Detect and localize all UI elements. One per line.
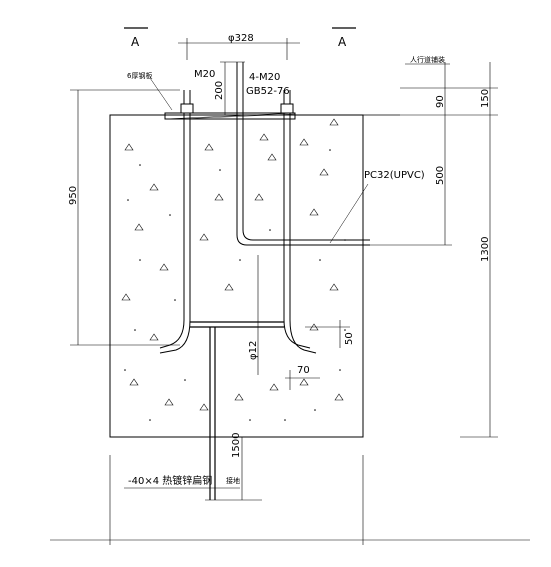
dim-70: 70 — [297, 365, 310, 376]
plate-label: 6厚钢板 — [127, 71, 152, 80]
section-label-right: A — [338, 35, 347, 49]
dim-150: 150 — [480, 89, 491, 108]
bolts-4m20-label: 4-M20 — [249, 72, 280, 83]
dim-50: 50 — [344, 332, 355, 345]
dimension-lines — [50, 38, 530, 545]
tie-bar — [190, 321, 284, 328]
section-marker-left: A — [124, 27, 148, 49]
ground-label: 接地 — [226, 476, 240, 485]
dim-1500: 1500 — [231, 433, 242, 458]
dim-90: 90 — [435, 95, 446, 108]
bolt-std-label: GB52-76 — [246, 86, 290, 97]
section-label-left: A — [131, 35, 140, 49]
flat-steel-label: -40×4 热镀锌扁钢 — [128, 474, 212, 487]
anchor-bolt-right — [280, 90, 317, 354]
conduit-pipe — [236, 62, 370, 246]
conduit-label: PC32(UPVC) — [364, 170, 425, 181]
road-surface-label: 人行道铺装 — [410, 55, 445, 64]
steel-plate — [164, 112, 296, 120]
concrete-dots — [124, 149, 346, 421]
pipe-dia-label: φ328 — [228, 33, 254, 44]
dim-500: 500 — [435, 166, 446, 185]
rebar-dia-label: φ12 — [248, 341, 259, 360]
section-marker-right: A — [332, 27, 356, 49]
dim-1300: 1300 — [480, 237, 491, 262]
dim-950: 950 — [68, 186, 79, 205]
concrete-hatch — [121, 118, 344, 411]
bolt-m20-label: M20 — [194, 69, 215, 80]
dim-200: 200 — [214, 81, 225, 100]
grounding-flat-steel — [209, 327, 216, 500]
